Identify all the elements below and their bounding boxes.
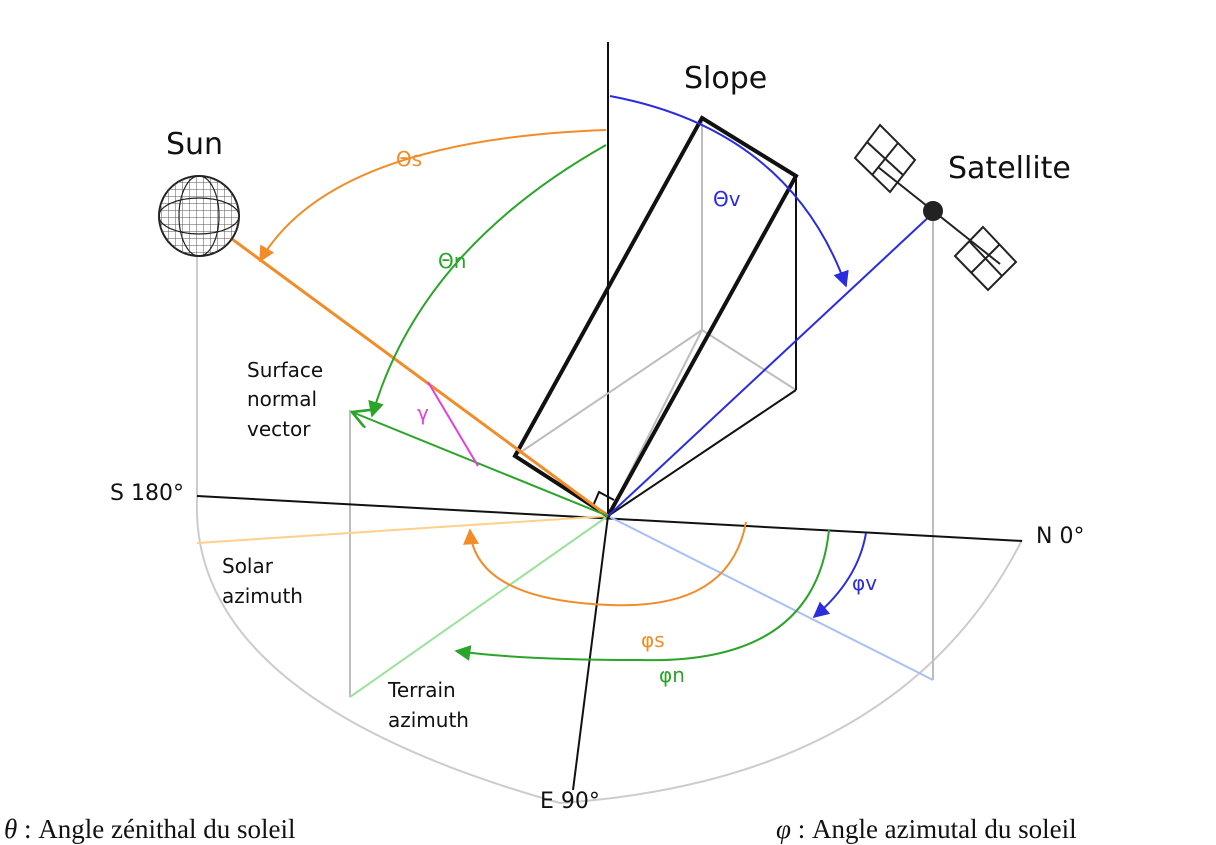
caption-right: φ : Angle azimutal du soleil xyxy=(776,814,1077,845)
caption-left-text: : Angle zénithal du soleil xyxy=(24,814,296,844)
horizon-ellipse xyxy=(195,499,1023,805)
satellite-view-line xyxy=(607,212,934,517)
surface-normal-label-2: normal xyxy=(247,387,317,411)
surface-normal-label-1: Surface xyxy=(247,358,323,382)
caption-right-text: : Angle azimutal du soleil xyxy=(797,814,1077,844)
slope-box-back xyxy=(514,118,797,517)
terrain-azimuth-line xyxy=(349,515,609,698)
s-n-axis xyxy=(196,495,1023,542)
phi-v-label: φv xyxy=(852,571,877,595)
caption-right-symbol: φ xyxy=(776,814,791,844)
surface-normal-label-3: vector xyxy=(247,417,311,441)
phi-s-label: φs xyxy=(641,628,665,652)
solar-azimuth-label-2: azimuth xyxy=(222,584,303,608)
phi-v-arc xyxy=(812,532,867,619)
caption-left: θ : Angle zénithal du soleil xyxy=(4,814,295,845)
phi-n-label: φn xyxy=(659,663,685,687)
sun-icon xyxy=(158,175,240,257)
s180-label: S 180° xyxy=(110,481,184,506)
gamma-arc xyxy=(427,381,479,467)
slope-plane xyxy=(512,115,799,519)
theta-s-arc xyxy=(259,129,607,263)
caption-left-symbol: θ xyxy=(4,814,18,844)
slope-label: Slope xyxy=(684,61,767,96)
phi-s-arc xyxy=(463,521,747,607)
surface-normal-vector xyxy=(352,412,609,517)
theta-v-label: Θv xyxy=(713,187,741,211)
solar-azimuth-label-1: Solar xyxy=(222,554,274,578)
satellite-label: Satellite xyxy=(948,151,1071,186)
slope-box-front xyxy=(607,176,797,517)
theta-n-label: Θn xyxy=(438,249,466,273)
view-azimuth-line xyxy=(607,515,934,681)
solar-azimuth-line xyxy=(196,515,609,544)
theta-n-arc xyxy=(368,144,607,418)
e-axis xyxy=(572,515,609,791)
right-angle-marker xyxy=(592,490,615,507)
terrain-azimuth-label-1: Terrain xyxy=(387,678,456,702)
phi-n-arc xyxy=(454,529,830,662)
n0-label: N 0° xyxy=(1036,524,1084,549)
gamma-label: γ xyxy=(417,401,429,425)
theta-v-arc xyxy=(609,95,849,288)
e90-label: E 90° xyxy=(540,789,600,814)
satellite-icon xyxy=(853,123,1018,292)
theta-s-label: Θs xyxy=(396,147,422,171)
sun-label: Sun xyxy=(166,127,223,162)
sun-ray xyxy=(231,237,609,518)
terrain-azimuth-label-2: azimuth xyxy=(388,708,469,732)
